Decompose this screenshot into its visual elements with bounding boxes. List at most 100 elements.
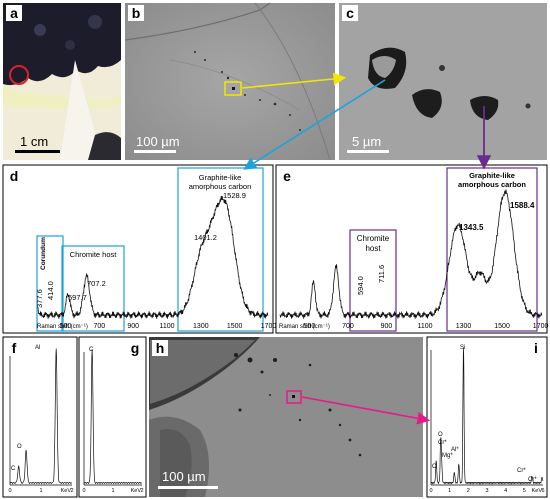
- arrow-h-to-i: [301, 396, 431, 425]
- corundum-label: Corundum: [40, 237, 47, 270]
- peak-label: 594.0: [356, 276, 365, 295]
- x-tick-label: 1100: [417, 323, 432, 330]
- panel-label-f: f: [6, 340, 22, 356]
- panel-a-photo: [3, 3, 121, 160]
- element-label: Al: [35, 345, 40, 351]
- x-tick-label: 1100: [159, 323, 174, 330]
- x-tick-label: 1: [448, 488, 451, 494]
- peak-label: 1528.9: [223, 191, 246, 200]
- x-tick-label: 1500: [494, 323, 510, 330]
- yellow-roi-box: [224, 81, 242, 96]
- peak-label: 707.2: [87, 279, 106, 288]
- scale-text-c: 5 µm: [352, 134, 382, 149]
- panel-label-i: i: [528, 340, 544, 356]
- panel-c-sem: [339, 3, 547, 160]
- scalebar-b: [134, 150, 176, 153]
- element-label: O: [17, 444, 22, 450]
- x-tick-label: 4: [504, 488, 507, 494]
- scale-text-h: 100 µm: [162, 469, 206, 484]
- arrow-c-to-d: [243, 79, 386, 170]
- x-tick-label: 700: [342, 323, 354, 330]
- panel-label-a: a: [6, 5, 22, 21]
- chromite-label-e-1: Chromite: [357, 234, 390, 243]
- peak-label: 1401.2: [194, 233, 217, 242]
- panel-label-b: b: [128, 5, 144, 21]
- panel-label-c: c: [342, 5, 358, 21]
- panel-e-chart: Raman shift (cm⁻¹)500 700 900 1100 1300 1500 1…: [275, 164, 549, 334]
- x-tick-label: 900: [381, 323, 393, 330]
- x-tick-label: 1: [39, 488, 42, 494]
- x-axis-label: Raman shift (cm⁻¹): [279, 324, 330, 330]
- x-tick-label: 0: [8, 488, 11, 494]
- panel-label-d: d: [6, 168, 22, 184]
- peak-label: 711.6: [377, 265, 386, 283]
- carbon-label-e-2: amorphous carbon: [458, 180, 526, 189]
- element-label: C: [89, 347, 94, 353]
- x-axis-label: KeV: [61, 488, 72, 494]
- corundum-box: [36, 235, 64, 332]
- element-label: Si: [460, 345, 465, 351]
- element-label: Mg*: [442, 453, 453, 459]
- element-label: Cr*: [517, 468, 526, 474]
- eds-spectrum: [430, 347, 544, 485]
- scalebar-h: [158, 486, 218, 489]
- peak-label: 377.6: [35, 289, 44, 308]
- x-tick-label: 0: [82, 488, 85, 494]
- x-tick-label: 2: [140, 488, 143, 494]
- x-tick-label: 700: [94, 323, 106, 330]
- raman-spectrum-e: [279, 189, 543, 320]
- element-label: Al*: [451, 447, 459, 453]
- x-axis-label: KeV: [532, 488, 543, 494]
- x-tick-label: 500: [60, 323, 72, 330]
- element-label: Cr*: [528, 477, 537, 483]
- x-tick-label: 1500: [227, 323, 243, 330]
- peak-label: 414.0: [46, 281, 55, 300]
- arrow-b-to-c: [241, 72, 347, 89]
- x-tick-label: 1300: [456, 323, 472, 330]
- chromite-label-d: Chromite host: [70, 250, 118, 259]
- eds-spectrum: [9, 348, 72, 485]
- scale-text-b: 100 µm: [136, 134, 180, 149]
- chromite-box-e: [349, 229, 397, 332]
- chromite-box-d: [61, 245, 125, 332]
- element-label: C: [11, 466, 16, 472]
- carbon-box-e: [446, 167, 538, 332]
- carbon-label-d-1: Graphite-like: [199, 173, 242, 182]
- peak-label: 1588.4: [510, 201, 535, 210]
- x-tick-label: 1700: [261, 323, 277, 330]
- raman-spectrum-d: [37, 195, 269, 319]
- element-label: Cr*: [438, 440, 447, 446]
- x-tick-label: 900: [127, 323, 139, 330]
- x-tick-label: 6: [541, 488, 544, 494]
- magenta-roi-box: [286, 390, 302, 404]
- panel-label-h: h: [152, 340, 168, 356]
- scale-text-a: 1 cm: [20, 134, 49, 149]
- x-tick-label: 0: [429, 488, 432, 494]
- chromite-label-e-2: host: [365, 244, 381, 253]
- panel-label-g: g: [127, 340, 143, 356]
- x-tick-label: 1: [111, 488, 114, 494]
- x-axis-label: KeV: [131, 488, 142, 494]
- x-tick-label: 500: [304, 323, 316, 330]
- element-label: O: [438, 432, 443, 438]
- carbon-box-d: [177, 167, 264, 332]
- x-tick-label: 2: [467, 488, 470, 494]
- panel-h-sem: [149, 337, 423, 497]
- element-label: C: [432, 464, 437, 470]
- x-axis-label: Raman shift (cm⁻¹): [37, 324, 88, 330]
- scalebar-c: [347, 150, 389, 153]
- peak-label: 597.7: [68, 293, 87, 302]
- carbon-label-e-1: Graphite-like: [469, 171, 515, 180]
- x-tick-label: 1700: [533, 323, 549, 330]
- red-circle-marker: [9, 65, 29, 85]
- eds-spectrum: [83, 349, 142, 485]
- x-tick-label: 2: [70, 488, 73, 494]
- panel-label-e: e: [279, 168, 295, 184]
- peak-label: 1343.5: [459, 223, 484, 232]
- scalebar-a: [15, 150, 60, 153]
